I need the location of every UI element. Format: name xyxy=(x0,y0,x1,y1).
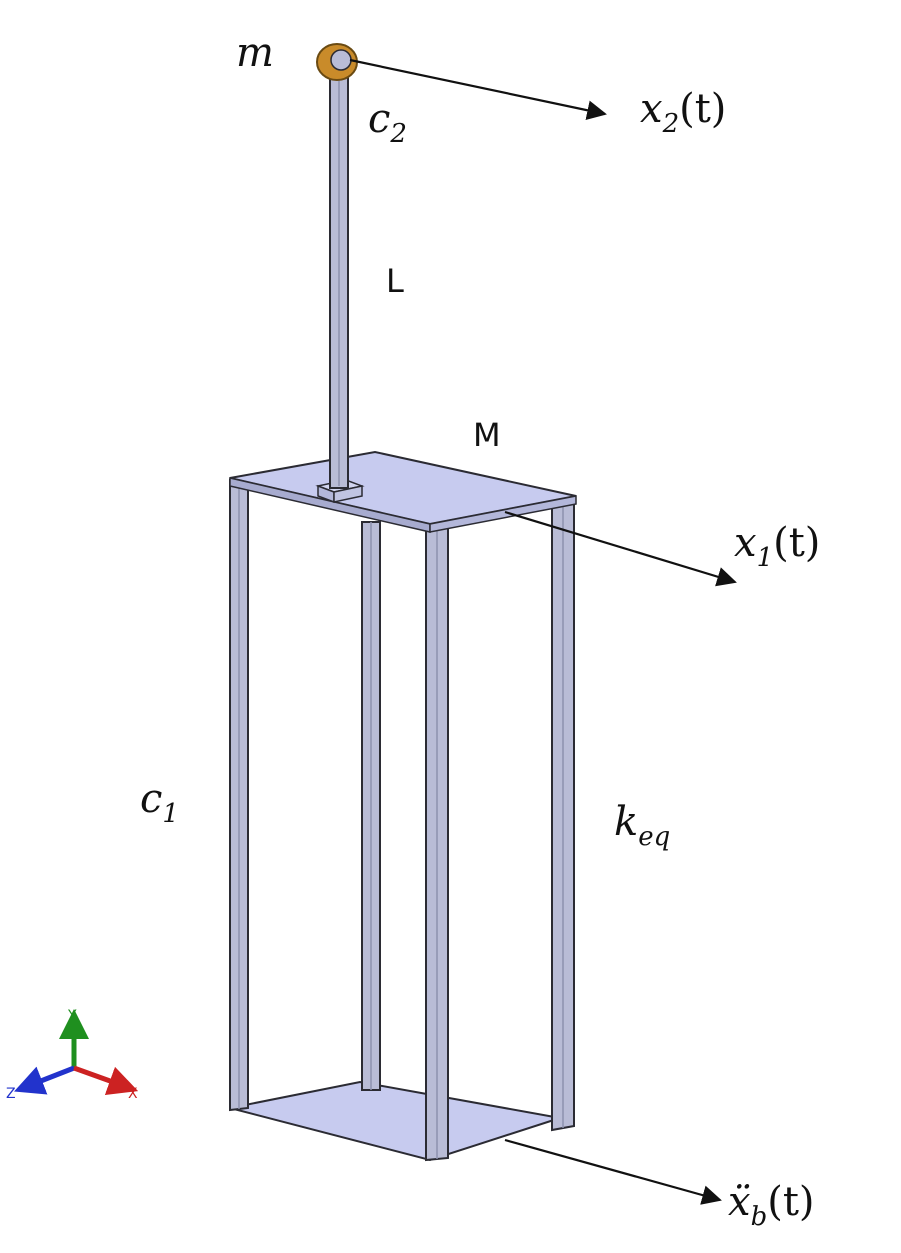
triad-x-axis xyxy=(73,1065,139,1096)
label-mass-M: M xyxy=(473,416,501,454)
triad-y-label: Y xyxy=(67,1008,77,1024)
bottom-plate xyxy=(229,1080,561,1162)
label-mass-small: m xyxy=(236,30,274,76)
label-base-acceleration: ẍb(t) xyxy=(728,1179,815,1232)
cantilever-rod xyxy=(329,59,349,489)
label-rod-length-L: L xyxy=(386,262,404,300)
label-x2: x2(t) xyxy=(640,86,726,139)
arrow-x2 xyxy=(349,58,607,120)
triad-z-label: Z xyxy=(6,1086,16,1102)
label-damping-c2: c2 xyxy=(368,96,407,149)
triad-x-label: X xyxy=(128,1086,138,1102)
triad-z-axis xyxy=(14,1065,75,1095)
arrow-x1 xyxy=(504,510,737,587)
frame-structure xyxy=(229,450,577,1162)
arrow-xb xyxy=(504,1138,722,1205)
label-damping-c1: c1 xyxy=(140,776,179,829)
tip-mass-ball xyxy=(316,43,358,81)
label-x1: x1(t) xyxy=(734,520,820,573)
coordinate-triad: Y Z X xyxy=(6,1008,139,1102)
label-stiffness-keq: keq xyxy=(614,799,670,852)
